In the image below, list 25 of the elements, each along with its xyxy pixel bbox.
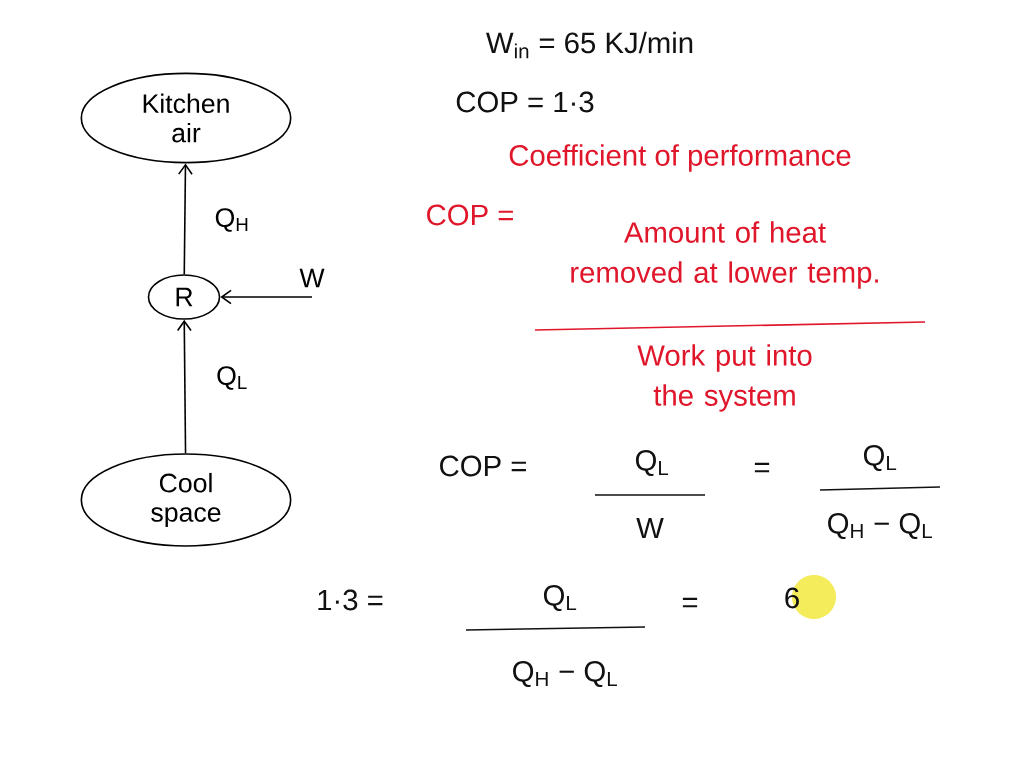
equation: COP = 1·3 bbox=[456, 91, 594, 113]
equation: W$_{in}$ = 65 KJ/min bbox=[486, 31, 693, 59]
arrow bbox=[176, 319, 192, 454]
denominator: W bbox=[636, 517, 664, 539]
denominator-text: Work put into the system bbox=[637, 344, 812, 412]
denominator: Q$_{H}$ − Q$_{L}$ bbox=[513, 661, 617, 687]
numerator: Q$_{L}$ bbox=[635, 450, 669, 476]
heading: Coefficient of performance bbox=[509, 144, 851, 172]
equation: COP = bbox=[427, 204, 513, 226]
arrow bbox=[220, 289, 313, 305]
node-label: W bbox=[299, 268, 325, 288]
ellipse-node: R bbox=[147, 274, 221, 320]
numerator-text: Amount of heat removed at lower temp. bbox=[571, 221, 878, 289]
arrow bbox=[177, 163, 193, 275]
equals-sign: = bbox=[682, 597, 698, 608]
numerator: Q$_{L}$ bbox=[863, 445, 897, 471]
equation: 1·3 = bbox=[318, 589, 383, 611]
equals-sign: = bbox=[754, 462, 770, 473]
ellipse-node: Kitchen air bbox=[80, 72, 292, 164]
numerator: Q$_{L}$ bbox=[543, 585, 577, 611]
denominator: Q$_{H}$ − Q$_{L}$ bbox=[828, 513, 932, 539]
edge-label: Q$_{H}$ bbox=[215, 208, 248, 232]
edge-label: Q$_{L}$ bbox=[217, 366, 247, 390]
equation: COP = bbox=[440, 455, 526, 477]
ellipse-node: Cool space bbox=[80, 453, 292, 547]
